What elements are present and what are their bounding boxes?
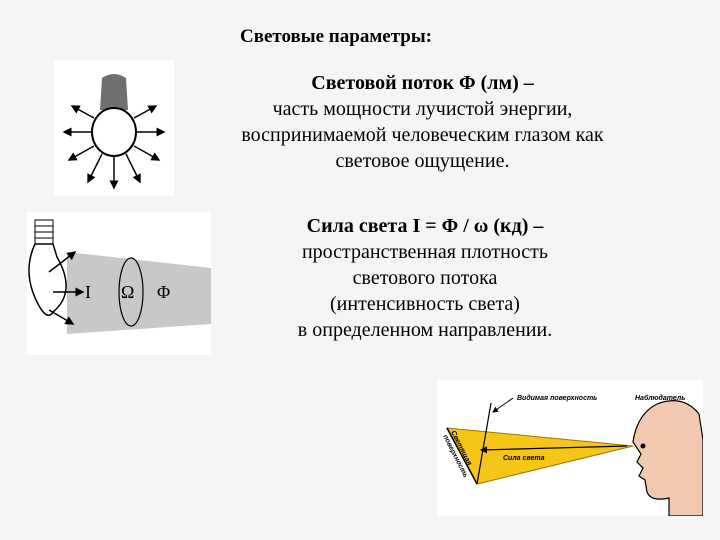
lamp-base-icon xyxy=(100,74,128,110)
luminous-flux-line: часть мощности лучистой энергии, xyxy=(272,98,573,120)
observer-eye-icon xyxy=(640,443,646,449)
luminous-flux-line: световое ощущение. xyxy=(335,150,510,172)
slide-title: Световые параметры: xyxy=(240,26,432,47)
observer-head-icon xyxy=(632,400,704,517)
intensity-arrow xyxy=(479,445,628,454)
lamp-bulb-icon xyxy=(91,107,137,157)
luminous-surface-line xyxy=(446,427,478,485)
luminous-flux-heading: Световой поток Φ (лм) – xyxy=(311,72,534,94)
solid-angle-ellipse xyxy=(118,257,144,327)
light-rays xyxy=(62,105,166,190)
luminous-intensity-heading: Сила света I = Φ / ω (кд) – xyxy=(306,215,544,237)
luminous-intensity-figure: I Ω Φ xyxy=(27,212,211,355)
luminous-flux-line: воспринимаемой человеческим глазом как xyxy=(241,124,604,146)
observer-figure: Видимая поверхность Наблюдатель Светящая… xyxy=(437,380,704,517)
intensity-symbol: I xyxy=(85,282,91,302)
luminous-intensity-line: светового потока xyxy=(352,267,498,289)
luminous-intensity-line: пространственная плотность xyxy=(301,241,549,263)
lamp-bulb-icon xyxy=(28,243,67,317)
luminous-flux-definition: Световой поток Φ (лм) – часть мощности л… xyxy=(195,70,650,174)
visible-surface-pointer xyxy=(492,397,514,413)
luminous-intensity-line: (интенсивность света) xyxy=(330,293,520,315)
intensity-label: Сила света xyxy=(503,455,545,462)
light-cone xyxy=(67,252,211,334)
visible-surface-line xyxy=(476,402,492,485)
solid-angle-symbol: Ω xyxy=(121,282,134,302)
observer-label: Наблюдатель xyxy=(635,394,685,402)
luminous-intensity-line: в определенном направлении. xyxy=(297,319,553,341)
luminous-intensity-definition: Сила света I = Φ / ω (кд) – пространстве… xyxy=(240,213,610,343)
light-bulb-figure xyxy=(54,60,174,196)
flux-symbol: Φ xyxy=(157,282,170,302)
visible-surface-label: Видимая поверхность xyxy=(517,394,597,402)
